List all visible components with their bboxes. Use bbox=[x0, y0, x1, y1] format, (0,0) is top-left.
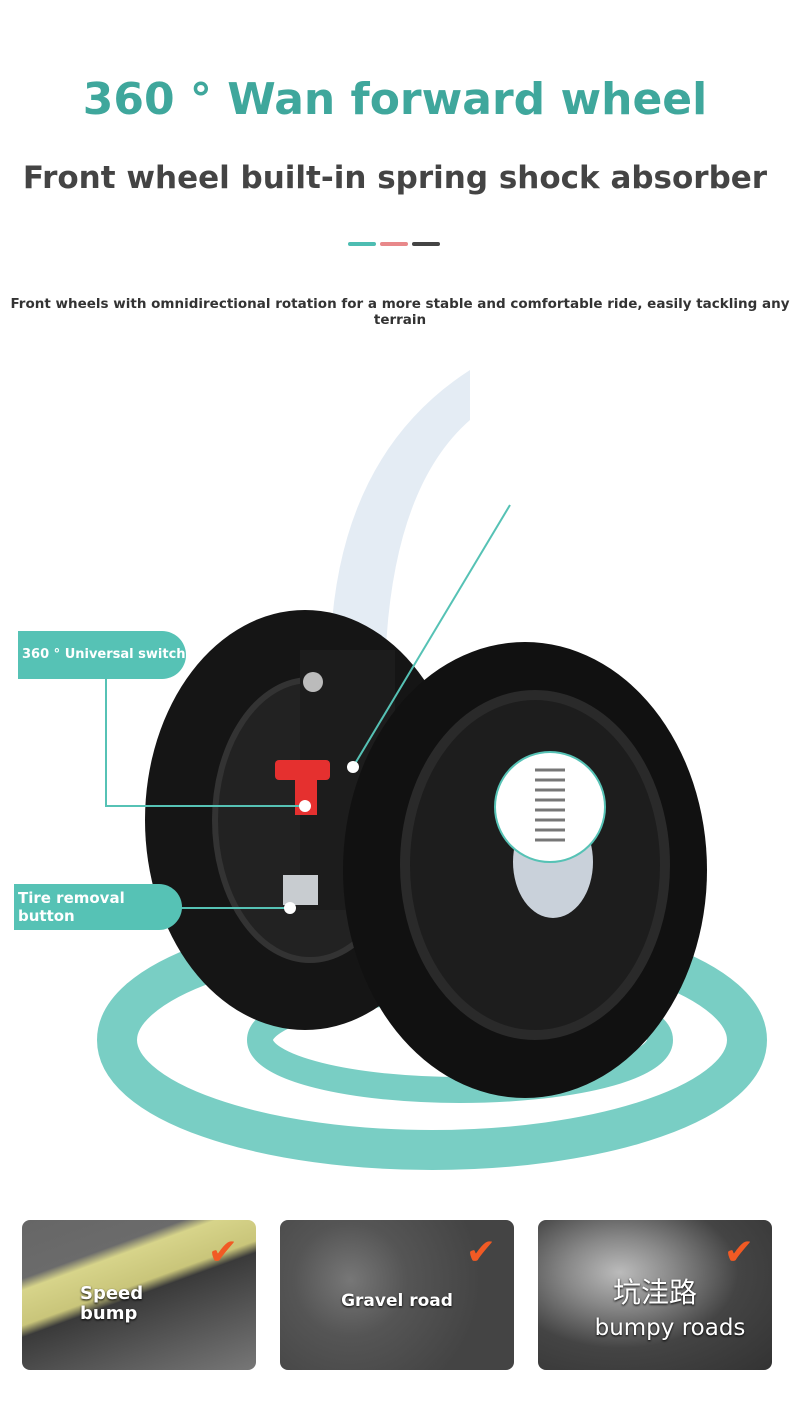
road-label: Gravel road bbox=[341, 1291, 453, 1311]
road-label: bumpy roads bbox=[594, 1315, 746, 1341]
page-title: 360 ° Wan forward wheel bbox=[82, 74, 708, 125]
bolt bbox=[303, 672, 323, 692]
accent-divider bbox=[348, 242, 440, 246]
spring-leader-line bbox=[352, 504, 511, 768]
spring-icon bbox=[535, 768, 565, 842]
callout-tire-removal: Tire removal button bbox=[14, 884, 182, 930]
frame-tube bbox=[330, 370, 470, 670]
switch-leader-line bbox=[105, 678, 303, 807]
checkmark-icon: ✔ bbox=[723, 1232, 754, 1273]
page-subtitle: Front wheel built-in spring shock absorb… bbox=[22, 160, 768, 196]
universal-switch bbox=[275, 760, 330, 780]
road-card-bumpy: ✔ 坑洼路 bumpy roads bbox=[538, 1220, 772, 1370]
road-types: ✔ Speed bump ✔ Gravel road ✔ 坑洼路 bumpy r… bbox=[22, 1220, 772, 1370]
road-card-speed-bump: ✔ Speed bump bbox=[22, 1220, 256, 1370]
divider-pink bbox=[380, 242, 408, 246]
description: Front wheels with omnidirectional rotati… bbox=[10, 296, 790, 328]
wheel-illustration bbox=[97, 370, 767, 1170]
spring-callout-circle bbox=[494, 751, 606, 863]
road-label-cn: 坑洼路 bbox=[612, 1276, 697, 1309]
road-label: Speed bump bbox=[80, 1283, 144, 1324]
checkmark-icon: ✔ bbox=[465, 1232, 496, 1273]
road-card-gravel: ✔ Gravel road bbox=[280, 1220, 514, 1370]
tire-removal-button bbox=[283, 875, 318, 905]
checkmark-icon: ✔ bbox=[207, 1232, 238, 1273]
divider-dark bbox=[412, 242, 440, 246]
divider-teal bbox=[348, 242, 376, 246]
callout-universal-switch: 360 ° Universal switch bbox=[18, 631, 186, 679]
